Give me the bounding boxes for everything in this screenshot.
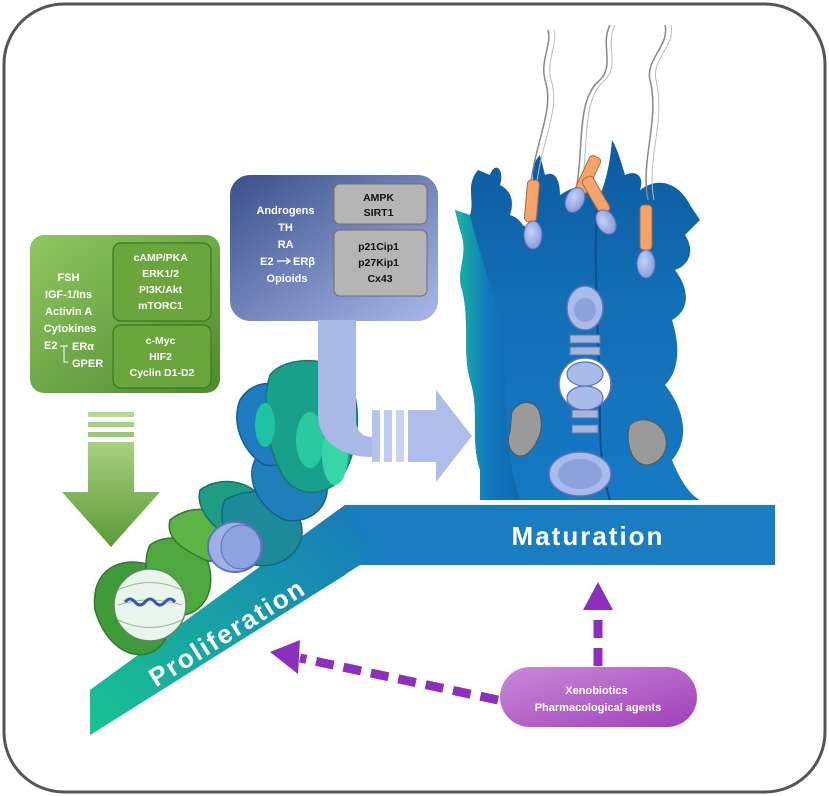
arrow-right-icon [277,257,291,265]
pharmacological-label: Pharmacological agents [535,702,662,714]
factor-androgens: Androgens [256,205,314,217]
factor-activin: Activin A [45,306,92,318]
pathway-mtorc1: mTORC1 [138,300,183,312]
svg-text:E2 ERα GPER: E2 ERα GPER [44,340,103,370]
svg-text:AMPK SIRT1 p21Cip1: AMPK SIRT1 p21Cip1 p27Kip1 Cx43 [358,192,402,285]
e2-branch-icon [60,345,68,363]
maturation-band [90,505,775,735]
factor-igf: IGF-1/Ins [45,289,92,301]
factor-opioids: Opioids [267,273,308,285]
green-down-arrow [62,412,160,547]
factor-cytokines: Cytokines [44,323,97,335]
svg-text:Xenobiotics Pharmacologica: Xenobiotics Pharmacological agents [535,685,662,714]
purple-arrows [270,582,613,705]
factor-gper: GPER [72,358,103,370]
xenobiotics-pill [500,667,697,727]
proliferation-band [90,505,372,735]
target-hif2: HIF2 [149,351,172,363]
svg-text:FSH IGF-1/Ins Activin: FSH IGF-1/Ins Activin A Cytokines [44,272,97,335]
pathway-pi3k: PI3K/Akt [139,284,183,296]
target-p21: p21Cip1 [358,241,399,253]
factor-er-alpha: ERα [72,341,94,353]
svg-text:Androgens TH RA Op: Androgens TH RA Opioids [256,205,317,285]
green-box [30,235,220,393]
kinase-sirt1: SIRT1 [364,207,394,219]
factor-er-beta: ERβ [293,256,315,268]
target-p27: p27Kip1 [358,257,399,269]
svg-text:E2 ERβ: E2 ERβ [260,256,315,268]
spermatozoa [523,24,673,279]
kinase-ampk: AMPK [363,192,394,204]
xenobiotics-label: Xenobiotics [565,685,627,697]
blue-box [230,175,472,482]
factor-e2-blue: E2 [260,256,273,268]
target-cyclin: Cyclin D1-D2 [130,367,195,379]
proliferating-cells [93,359,359,656]
factor-fsh: FSH [57,272,79,284]
maturation-label: Maturation [512,521,665,551]
pathway-camp: cAMP/PKA [134,252,189,264]
sertoli-cells [455,140,700,501]
target-cx43: Cx43 [367,273,392,285]
factor-ra: RA [278,239,294,251]
target-cmyc: c-Myc [146,335,176,347]
factor-e2: E2 [44,340,57,352]
pathway-erk: ERK1/2 [142,268,179,280]
factor-th: TH [278,222,293,234]
svg-text:cAMP/PKA ERK1/2 PI3K/A: cAMP/PKA ERK1/2 PI3K/Akt mTORC1 c-Myc HI… [130,252,195,379]
